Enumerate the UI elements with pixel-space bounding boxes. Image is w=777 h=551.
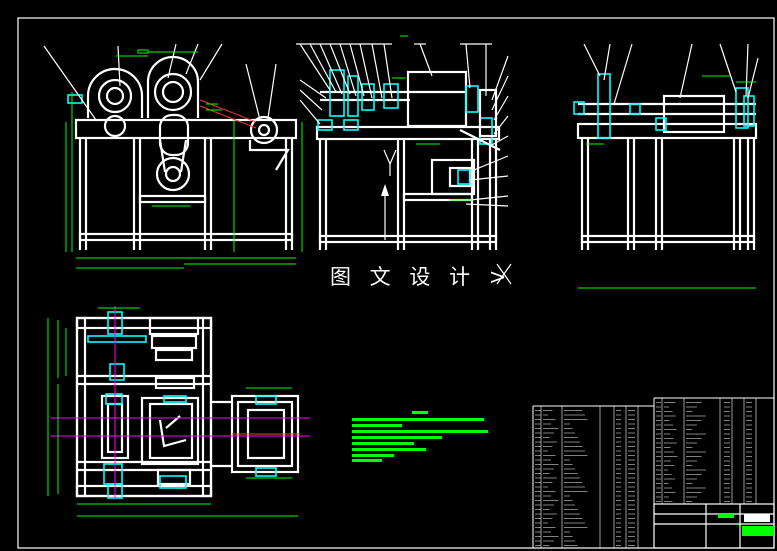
side-view — [299, 43, 509, 250]
title-block — [653, 503, 775, 549]
parts-list — [532, 397, 775, 549]
end-view-dimensions — [578, 75, 756, 289]
end-view — [573, 43, 759, 250]
drawing-border — [17, 17, 775, 549]
watermark-text: 图 文 设 计 > — [330, 265, 512, 289]
plan-view — [50, 306, 310, 500]
front-view-dimensions — [65, 49, 303, 269]
watermark-x-mark — [496, 263, 512, 285]
side-view-dimensions — [392, 35, 472, 201]
plan-view-dimensions — [47, 307, 298, 517]
technical-requirements — [352, 411, 488, 462]
front-view — [43, 43, 298, 250]
